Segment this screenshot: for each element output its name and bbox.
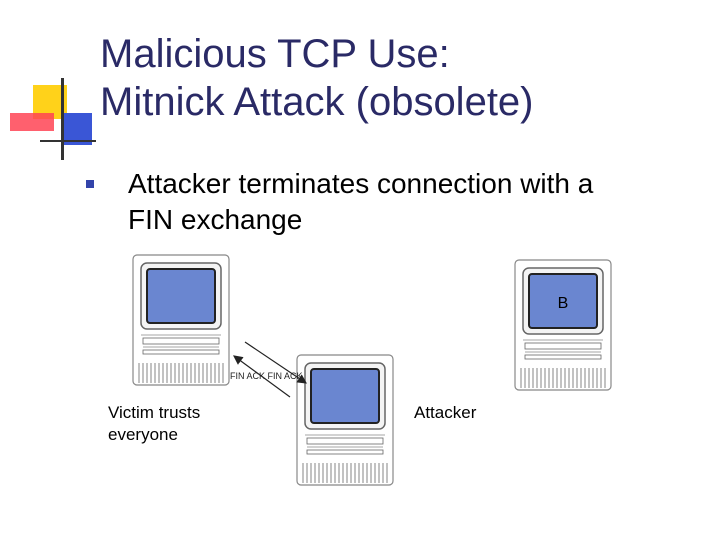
b-computer: B: [514, 259, 612, 391]
slide-title: Malicious TCP Use: Mitnick Attack (obsol…: [100, 30, 700, 126]
title-line-2: Mitnick Attack (obsolete): [100, 80, 534, 124]
victim-caption-line-1: Victim trusts: [108, 403, 201, 422]
attacker-caption: Attacker: [414, 402, 476, 424]
bullet-line-1: Attacker terminates connection with a: [128, 168, 594, 199]
bullet-square-icon: [86, 180, 94, 188]
victim-caption-line-2: everyone: [108, 425, 178, 444]
title-accent-horizontal-line: [40, 140, 96, 142]
fin-arrow-to-attacker: [244, 341, 307, 384]
attacker-computer: [296, 354, 394, 486]
bullet-text: Attacker terminates connection with a FI…: [128, 166, 708, 238]
title-accent-blue-square: [62, 113, 92, 145]
bullet-line-2: FIN exchange: [128, 204, 303, 235]
title-line-1: Malicious TCP Use:: [100, 32, 450, 76]
b-screen: [528, 273, 598, 329]
attacker-screen: [310, 368, 380, 424]
title-accent-vertical-line: [61, 78, 64, 160]
title-accent-red-bar: [10, 113, 54, 131]
victim-computer: [132, 254, 230, 386]
attacker-caption-line-1: Attacker: [414, 403, 477, 422]
victim-screen: [146, 268, 216, 324]
fin-ack-label: FIN ACK FIN ACK: [230, 371, 303, 381]
b-screen-label: B: [558, 295, 569, 312]
victim-caption: Victim trusts everyone: [108, 402, 200, 446]
fin-arrow-to-victim: [233, 355, 291, 398]
